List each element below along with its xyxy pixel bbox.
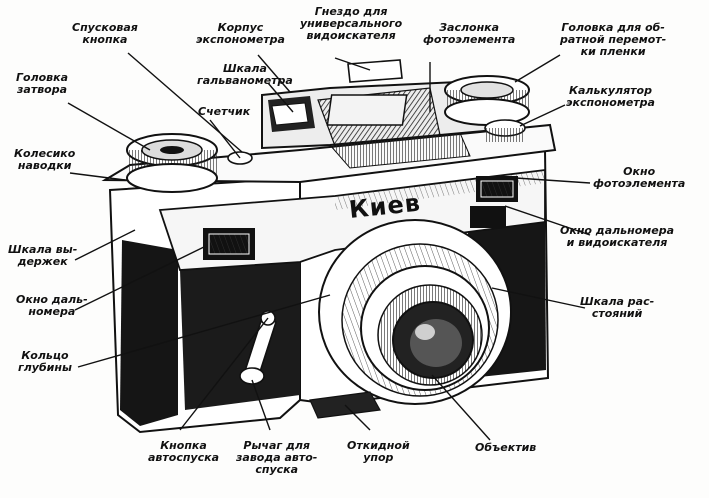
label-distance-scale: Шкала рас- стояний — [580, 295, 655, 320]
label-counter: Счетчик — [198, 105, 251, 118]
label-rangefinder-window-left: Окно даль- номера — [16, 293, 88, 318]
label-rewind-knob: Головка для об- ратной перемот- ки пленк… — [560, 21, 667, 58]
label-folding-stop: Откидной упор — [347, 439, 410, 464]
label-self-timer-button: Кнопка автоспуска — [148, 439, 220, 464]
label-shutter-knob: Головка затвора — [16, 71, 69, 96]
label-meter-calculator: Калькулятор экспонометра — [566, 84, 655, 109]
label-depth-ring: Кольцо глубины — [18, 349, 72, 374]
label-focus-wheel: Колесико наводки — [14, 147, 76, 172]
label-shutter-button: Спусковая кнопка — [72, 21, 138, 46]
label-speed-scale: Шкала вы- держек — [8, 243, 78, 268]
label-rangefinder-window-right: Окно дальномера и видоискателя — [560, 224, 675, 249]
label-finder-shoe: Гнездо для универсального видоискателя — [300, 5, 403, 42]
label-lens: Объектив — [475, 441, 537, 454]
label-meter-body: Корпус экспонометра — [196, 21, 285, 46]
label-cell-cover: Заслонка фотоэлемента — [423, 21, 516, 46]
label-galvanometer-scale: Шкала гальванометра — [197, 62, 293, 87]
label-cell-window: Окно фотоэлемента — [593, 165, 686, 190]
label-self-timer-lever: Рычаг для завода авто- спуска — [236, 439, 318, 476]
